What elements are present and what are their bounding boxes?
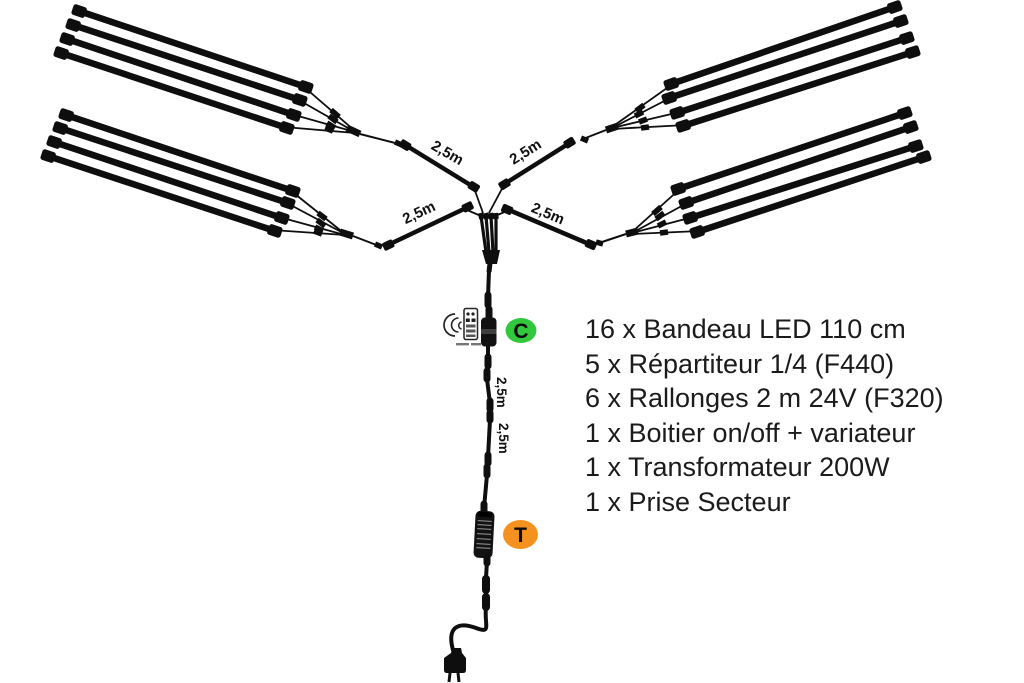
cable-length-label: 2,5m xyxy=(494,377,509,408)
led-strip xyxy=(65,18,308,107)
led-strip xyxy=(669,31,915,120)
splitter-stub-cable xyxy=(352,235,380,247)
splitter-pigtails xyxy=(479,215,498,253)
splitter-stub-cable xyxy=(359,133,400,145)
splitter-input-cables xyxy=(466,184,508,217)
led-strip-group-bottom-left xyxy=(40,108,384,250)
remote-caption-marks xyxy=(471,343,481,346)
remote-control-icon xyxy=(443,307,481,346)
stub-connector xyxy=(595,239,604,247)
power-plug-icon xyxy=(444,648,466,683)
wireless-waves-icon xyxy=(443,313,456,337)
stub-connector xyxy=(373,241,384,250)
splitter-fan-cables xyxy=(611,82,687,130)
splitter-stub-cable xyxy=(582,129,607,140)
led-strip xyxy=(71,4,314,94)
led-strip-group-top-left xyxy=(53,4,404,148)
led-strip xyxy=(52,121,296,210)
splitter-icon xyxy=(338,228,355,240)
led-strip xyxy=(678,120,919,210)
led-strip xyxy=(58,108,301,198)
wireless-waves-icon xyxy=(458,321,462,330)
splitter-icon xyxy=(625,227,639,238)
parts-list-item: 5 x Répartiteur 1/4 (F440) xyxy=(585,348,895,379)
extension-cable-top-right: 2,5m xyxy=(498,136,576,191)
parts-list-item: 16 x Bandeau LED 110 cm xyxy=(585,314,906,344)
power-cable xyxy=(449,605,489,652)
splitter-fan-cables xyxy=(283,85,356,134)
splitter-icon xyxy=(345,124,362,138)
controller-badge: C xyxy=(505,318,537,343)
led-strip xyxy=(53,46,295,135)
controller-badge-letter: C xyxy=(513,320,528,343)
led-strip-group-top-right xyxy=(579,0,921,144)
led-strip xyxy=(40,149,283,238)
parts-list-item: 1 x Prise Secteur xyxy=(585,486,791,517)
led-strip xyxy=(689,150,932,239)
fan-connectors xyxy=(324,107,341,134)
extension-cable-top-left: 2,5m xyxy=(399,137,480,193)
splitter-fan-cables xyxy=(271,189,346,236)
led-strip xyxy=(682,139,924,225)
splitter-icon xyxy=(604,122,620,134)
stub-connector xyxy=(579,135,590,144)
splitter-fan-cables xyxy=(631,187,701,235)
parts-list-item: 1 x Transformateur 200W xyxy=(585,452,890,482)
remote-caption-marks xyxy=(456,343,469,346)
fan-connectors xyxy=(651,204,669,236)
fan-connectors xyxy=(633,102,650,131)
parts-list-item: 1 x Boitier on/off + variateur xyxy=(585,417,916,448)
led-strip xyxy=(46,135,290,225)
transformer-badge: T xyxy=(503,520,538,549)
led-strip xyxy=(59,32,302,122)
pigtail-connectors xyxy=(477,212,499,220)
stub-connector xyxy=(393,139,404,148)
extension-cable-bottom-left: 2,5m xyxy=(382,198,474,251)
led-strip xyxy=(661,14,909,105)
parts-list-item: 6 x Rallonges 2 m 24V (F320) xyxy=(585,383,944,413)
parts-list: 16 x Bandeau LED 110 cm 5 x Répartiteur … xyxy=(585,312,944,519)
splitter-1-to-4-icon xyxy=(466,184,508,273)
led-strip-group-bottom-right xyxy=(595,106,932,247)
wireless-waves-icon xyxy=(450,317,459,333)
fan-connectors xyxy=(313,210,328,237)
transformer-badge-letter: T xyxy=(514,524,527,547)
cable-length-label: 2,5m xyxy=(529,199,567,228)
cable-length-label: 2,5m xyxy=(496,423,511,454)
main-cable xyxy=(486,419,492,458)
splitter-body xyxy=(482,250,500,264)
led-strip xyxy=(675,45,921,133)
transformer-box-icon xyxy=(473,510,495,559)
controller-box-icon xyxy=(481,317,497,347)
extension-cable-bottom-right: 2,5m xyxy=(500,199,598,250)
